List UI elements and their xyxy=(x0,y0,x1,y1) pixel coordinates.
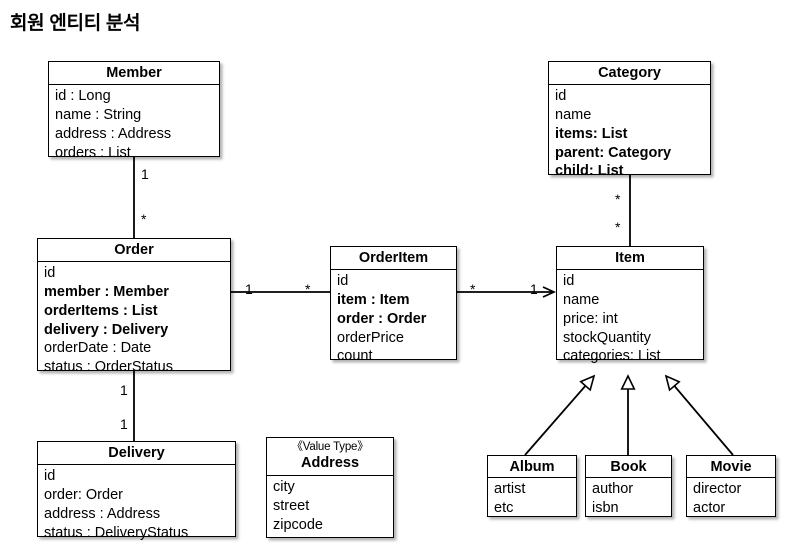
uml-class-name-order: Order xyxy=(38,239,230,262)
uml-attribute: director xyxy=(693,481,742,497)
uml-attribute: name xyxy=(563,291,600,308)
uml-attributes-item: id name price: int stockQuantity categories:… xyxy=(557,270,703,370)
uml-attributes-address: city street zipcode xyxy=(267,476,393,539)
uml-attributes-delivery: id order: Order address : Address status : … xyxy=(38,465,235,546)
uml-class-name-orderitem: OrderItem xyxy=(331,247,456,270)
uml-attribute: orderPrice xyxy=(337,329,404,346)
uml-attribute: id : Long xyxy=(55,88,111,104)
uml-class-member[interactable]: Member id : Long name : String address : Ad… xyxy=(48,61,220,161)
uml-attribute: street xyxy=(273,497,310,514)
mult-item-star: * xyxy=(615,219,621,235)
uml-attribute: isbn xyxy=(592,499,619,516)
uml-class-name-album: Album xyxy=(488,456,576,478)
uml-attribute: id xyxy=(563,273,575,289)
uml-attribute: parent: Category xyxy=(555,144,672,161)
mult-order-star: * xyxy=(141,211,147,227)
uml-attributes-book: author isbn xyxy=(586,478,671,522)
uml-attribute: order: Order xyxy=(44,486,123,503)
uml-attribute: id xyxy=(44,265,56,281)
mult-oi-star2: * xyxy=(470,281,476,297)
uml-class-name-address: 《Value Type》 Address xyxy=(267,438,393,476)
uml-attribute: id xyxy=(44,468,56,484)
uml-attribute: price: int xyxy=(563,310,618,327)
uml-attribute: orders : List xyxy=(55,144,131,161)
uml-stereotype-address: 《Value Type》 xyxy=(291,441,369,453)
uml-attribute: stockQuantity xyxy=(563,329,651,346)
uml-attribute: id xyxy=(555,88,567,104)
uml-class-name-book: Book xyxy=(586,456,671,478)
uml-attribute: city xyxy=(273,479,295,495)
uml-attribute: name : String xyxy=(55,106,142,123)
uml-class-movie[interactable]: Movie director actor xyxy=(686,455,776,517)
uml-attribute: status : OrderStatus xyxy=(44,359,173,376)
mult-cat-star: * xyxy=(615,191,621,207)
uml-class-book[interactable]: Book author isbn xyxy=(585,455,672,517)
uml-class-name-member: Member xyxy=(49,62,219,85)
uml-class-title-address: Address xyxy=(300,455,360,472)
mult-delivery-1: 1 xyxy=(120,416,128,432)
uml-attribute: artist xyxy=(494,481,526,497)
uml-attribute: status : DeliveryStatus xyxy=(44,524,189,541)
uml-attributes-album: artist etc xyxy=(488,478,576,522)
uml-attributes-orderitem: id item : Item order : Order orderPrice coun… xyxy=(331,270,456,370)
uml-attribute: order : Order xyxy=(337,310,427,327)
uml-attribute: name xyxy=(555,106,592,123)
uml-attribute: actor xyxy=(693,499,726,516)
uml-attribute: address : Address xyxy=(44,505,161,522)
uml-attribute: delivery : Delivery xyxy=(44,321,169,338)
uml-class-order[interactable]: Order id member : Member orderItems : List d… xyxy=(37,238,231,375)
uml-attributes-movie: director actor xyxy=(687,478,775,522)
uml-class-address[interactable]: 《Value Type》 Address city street zipcode xyxy=(266,437,394,538)
uml-attributes-category: id name items: List parent: Category child: … xyxy=(549,85,710,185)
uml-class-delivery[interactable]: Delivery id order: Order address : Address s… xyxy=(37,441,236,541)
uml-attributes-member: id : Long name : String address : Address o… xyxy=(49,85,219,166)
uml-attribute: etc xyxy=(494,499,514,516)
uml-attribute: address : Address xyxy=(55,125,172,142)
uml-class-name-delivery: Delivery xyxy=(38,442,235,465)
uml-attribute: items: List xyxy=(555,125,628,142)
mult-oi-star: * xyxy=(305,281,311,297)
uml-class-name-movie: Movie xyxy=(687,456,775,478)
page-title: 회원 엔티티 분석 xyxy=(10,13,141,34)
uml-attribute: author xyxy=(592,481,634,497)
mult-order-1: 1 xyxy=(245,281,253,297)
mult-item-1: 1 xyxy=(530,281,538,297)
uml-attribute: item : Item xyxy=(337,291,410,308)
uml-class-name-item: Item xyxy=(557,247,703,270)
uml-class-item[interactable]: Item id name price: int stockQuantity categor… xyxy=(556,246,704,364)
uml-attribute: zipcode xyxy=(273,516,323,533)
uml-attribute: count xyxy=(337,348,373,365)
uml-attribute: orderDate : Date xyxy=(44,340,152,357)
uml-attribute: categories: List xyxy=(563,348,661,365)
uml-class-orderitem[interactable]: OrderItem id item : Item order : Order order… xyxy=(330,246,457,364)
uml-attributes-order: id member : Member orderItems : List delive… xyxy=(38,262,230,381)
uml-class-category[interactable]: Category id name items: List parent: Categor… xyxy=(548,61,711,179)
mult-member-1: 1 xyxy=(141,166,149,182)
uml-attribute: child: List xyxy=(555,163,624,180)
uml-attribute: orderItems : List xyxy=(44,302,158,319)
uml-attribute: member : Member xyxy=(44,283,169,300)
connector-album-item xyxy=(524,376,594,456)
uml-class-album[interactable]: Album artist etc xyxy=(487,455,577,517)
uml-attribute: id xyxy=(337,273,349,289)
uml-class-name-category: Category xyxy=(549,62,710,85)
mult-order-d1: 1 xyxy=(120,382,128,398)
connector-movie-item xyxy=(666,376,734,456)
